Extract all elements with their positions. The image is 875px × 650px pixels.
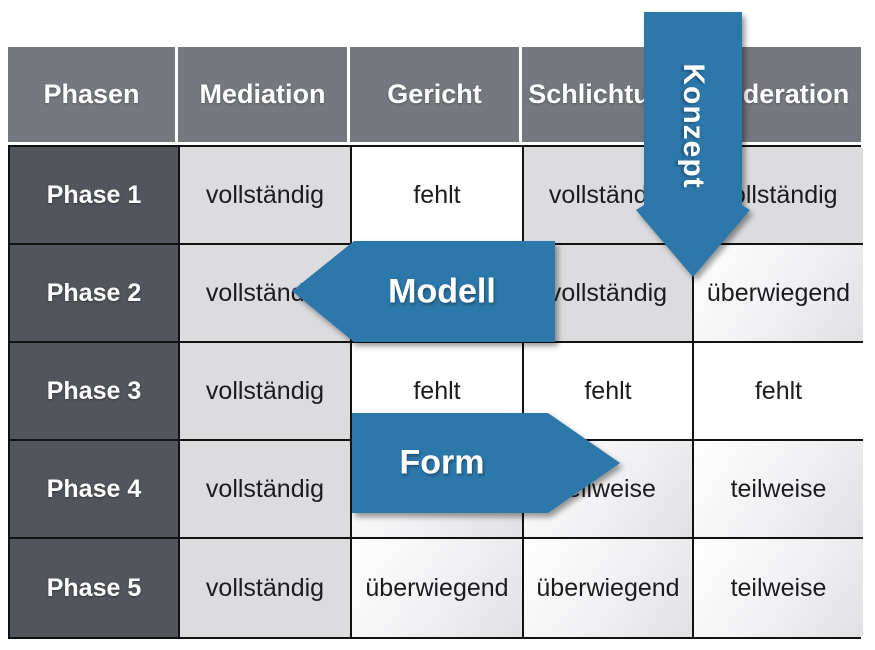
down-arrow-icon (636, 12, 750, 277)
modell-left-arrow: Modell (282, 231, 572, 356)
column-header-phasen: Phasen (8, 47, 178, 145)
table-cell: fehlt (524, 343, 694, 441)
table-cell: überwiegend (524, 539, 694, 637)
konzept-down-arrow: Konzept (626, 12, 760, 282)
table-cell: fehlt (694, 343, 863, 441)
table-cell: vollständig (180, 343, 352, 441)
table-cell: teilweise (694, 441, 863, 539)
row-header-cell: Phase 3 (10, 343, 180, 441)
table-cell: überwiegend (694, 245, 863, 343)
form-arrow-label: Form (399, 443, 485, 482)
row-header-cell: Phase 5 (10, 539, 180, 637)
table-cell: vollständig (180, 539, 352, 637)
konzept-arrow-label: Konzept (677, 63, 710, 189)
table-cell: teilweise (694, 539, 863, 637)
row-header-cell: Phase 1 (10, 147, 180, 245)
row-header-cell: Phase 4 (10, 441, 180, 539)
modell-arrow-label: Modell (388, 272, 496, 311)
table-cell: überwiegend (352, 539, 524, 637)
table-cell: vollständig (180, 441, 352, 539)
table-cell: vollständig (180, 147, 352, 245)
row-header-cell: Phase 2 (10, 245, 180, 343)
form-right-arrow: Form (342, 403, 632, 523)
column-header-gericht: Gericht (350, 47, 522, 145)
table-cell: fehlt (352, 147, 524, 245)
column-header-mediation: Mediation (178, 47, 350, 145)
right-arrow-icon (352, 413, 620, 513)
left-arrow-icon (292, 241, 555, 342)
